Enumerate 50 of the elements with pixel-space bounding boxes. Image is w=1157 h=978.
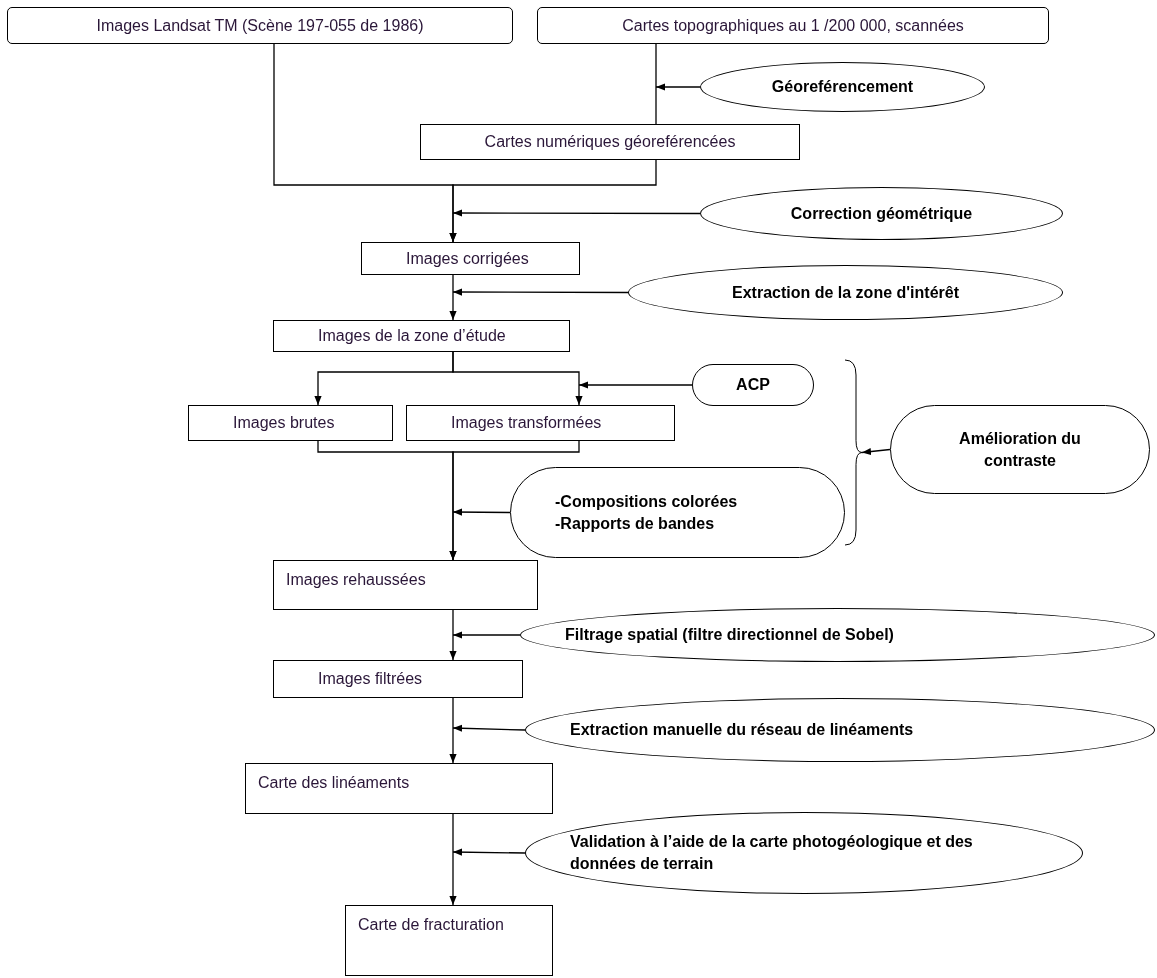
process-box (245, 763, 553, 814)
arrow (449, 274, 457, 321)
node-text: Images rehaussées (286, 570, 427, 590)
process-box (361, 242, 580, 275)
process-box (345, 905, 553, 976)
arrow (452, 209, 701, 217)
process-box (273, 660, 523, 698)
process-box (420, 124, 800, 160)
node-text: Images corrigées (406, 248, 530, 269)
node-text: Correction géométrique (790, 203, 973, 224)
node-text: Images Landsat TM (Scène 197-055 de 1986) (96, 15, 424, 36)
process-box (273, 560, 538, 610)
source-box (537, 7, 1049, 44)
node-text: Images transformées (451, 413, 603, 434)
arrow (452, 508, 511, 516)
arrow (449, 813, 457, 906)
arrow (452, 288, 629, 296)
node-text: Filtrage spatial (filtre directionnel de Sobel) (565, 625, 895, 646)
node-text: Carte des linéaments (258, 773, 411, 793)
node-text: ACP (736, 375, 770, 396)
arrow (449, 440, 580, 561)
node-text: -Rapports de bandes (555, 513, 716, 534)
arrow (449, 609, 457, 661)
node-text: Géoreférencement (771, 77, 914, 98)
node-text: Extraction manuelle du réseau de linéaments (570, 720, 915, 741)
curly-brace (844, 359, 863, 546)
arrow (655, 83, 701, 91)
node-text: Validation à l’aide de la carte photogéologique et des données de terrain (570, 832, 974, 874)
node-text: Images brutes (233, 413, 336, 434)
node-text: Carte de fracturation (358, 915, 505, 935)
arrow (449, 159, 657, 243)
node-text: Extraction de la zone d'intérêt (732, 282, 959, 303)
source-box (7, 7, 513, 44)
arrow (452, 724, 526, 732)
arrow (449, 697, 457, 764)
arrow (452, 848, 526, 856)
process-box (273, 320, 570, 352)
arrow (578, 381, 693, 389)
arrow (452, 351, 583, 406)
arrow (861, 447, 891, 456)
node-text: Cartes numériques géoreférencées (484, 132, 736, 153)
process-box (406, 405, 675, 441)
node-text: Images filtrées (318, 669, 424, 690)
node-text: Cartes topographiques au 1 /200 000, scannées (622, 15, 964, 36)
node-text: Images de la zone d’étude (318, 326, 507, 347)
operation-pill (692, 364, 814, 406)
node-text: -Compositions colorées (555, 491, 739, 512)
process-box (188, 405, 393, 441)
node-text: Amélioration du contraste (958, 428, 1082, 471)
arrow (452, 631, 521, 639)
